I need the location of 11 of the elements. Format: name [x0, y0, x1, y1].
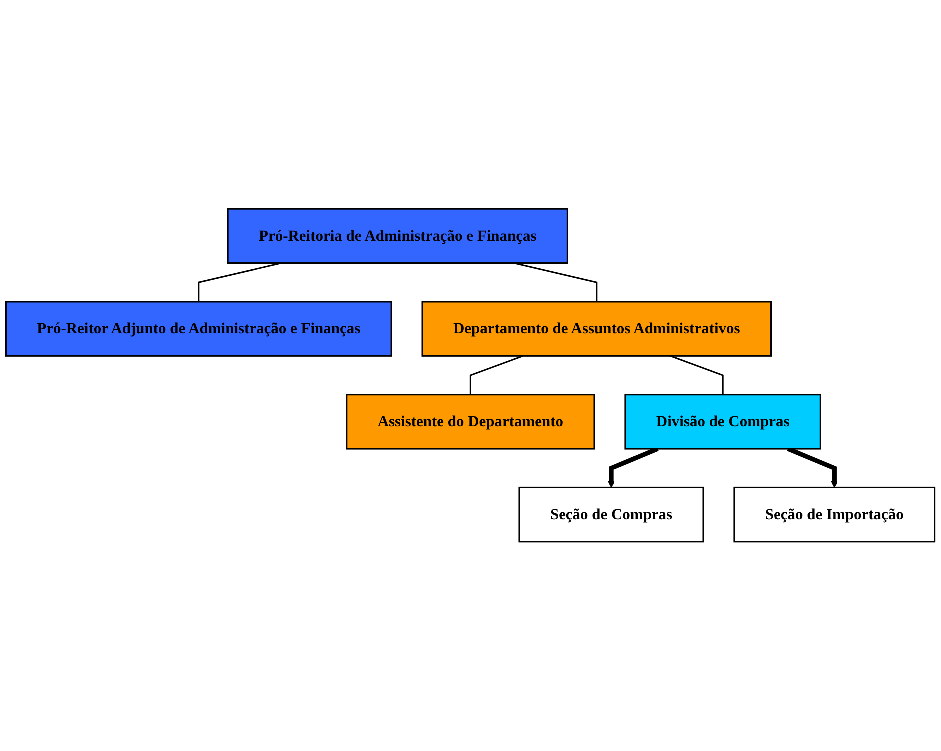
connector [514, 262, 598, 302]
node-box: Departamento de Assuntos Administrativos [422, 301, 772, 357]
connector [198, 262, 282, 302]
connector [470, 355, 524, 395]
node-box: Assistente do Departamento [346, 394, 596, 450]
connector [670, 355, 724, 395]
node-box: Divisão de Compras [624, 394, 822, 450]
node-box: Seção de Importação [734, 486, 936, 543]
node-box: Pró-Reitor Adjunto de Administração e Finanças [5, 301, 392, 357]
node-box: Seção de Compras [518, 486, 704, 543]
node-box: Pró-Reitoria de Administração e Finanças [227, 208, 568, 264]
